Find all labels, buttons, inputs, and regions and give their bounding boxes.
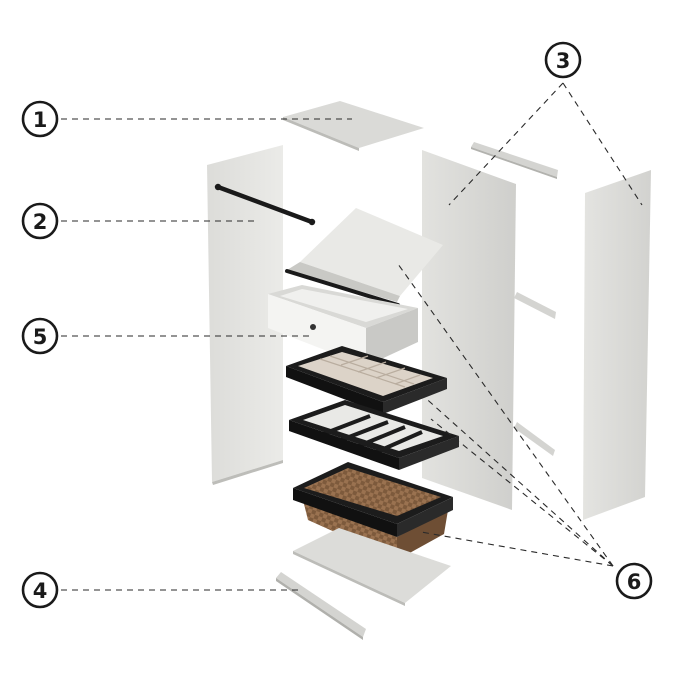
- callout-3-number: 3: [556, 49, 571, 73]
- callout-4: 4: [21, 571, 59, 609]
- drawer: [268, 285, 418, 366]
- right-side-panel: [583, 170, 651, 520]
- callout-2: 2: [21, 202, 59, 240]
- callout-3: 3: [544, 41, 582, 79]
- callout-6: 6: [615, 562, 653, 600]
- callout-4-number: 4: [33, 579, 48, 603]
- shelf-strips: [471, 142, 558, 456]
- callout-5: 5: [21, 317, 59, 355]
- top-panel: [283, 101, 424, 151]
- middle-panel: [422, 150, 516, 510]
- plinth: [276, 572, 366, 640]
- jewellery-tray: [286, 346, 447, 414]
- callout-1: 1: [21, 100, 59, 138]
- left-side-panel: [207, 145, 283, 485]
- callout-2-number: 2: [33, 210, 48, 234]
- hanging-rail: [214, 183, 316, 226]
- callout-5-number: 5: [33, 325, 48, 349]
- trouser-frame: [289, 400, 459, 470]
- shoe-shelf: [285, 208, 443, 307]
- bottom-panel: [293, 528, 451, 606]
- leader-lines: [61, 82, 643, 591]
- callout-6-number: 6: [627, 570, 642, 594]
- callout-1-number: 1: [33, 108, 48, 132]
